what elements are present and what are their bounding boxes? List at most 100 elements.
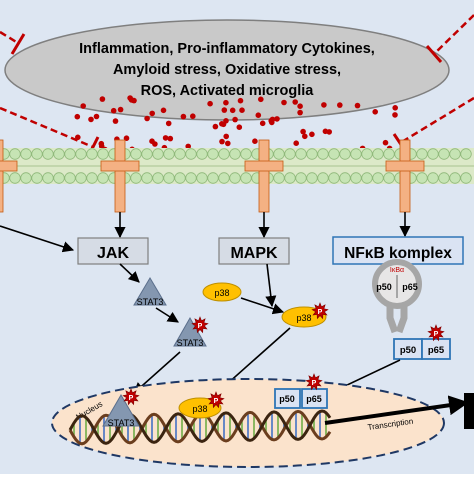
ros-dot [274, 116, 280, 122]
lipid-head [317, 172, 329, 184]
ros-dot [255, 112, 262, 118]
ros-dot [149, 138, 155, 144]
ros-dot [160, 107, 167, 114]
ros-dot [112, 118, 119, 124]
inhibition-bar-top-left [10, 33, 26, 55]
ros-dot [229, 107, 236, 114]
lipid-head [130, 172, 142, 184]
lipid-head [152, 172, 164, 184]
lipid-head [174, 148, 186, 160]
receptor-crossbar [244, 160, 284, 172]
lipid-head [31, 172, 43, 184]
ros-dot [110, 107, 117, 114]
lipid-head [229, 148, 241, 160]
lipid-head [53, 172, 65, 184]
receptors [0, 139, 425, 213]
lipid-head [427, 172, 439, 184]
dna-strand-2 [68, 409, 332, 445]
phospho-label: P [318, 309, 323, 316]
ros-dot [144, 115, 150, 122]
lipid-head [97, 148, 109, 160]
receptor-arrows [0, 212, 411, 253]
p50-box-label: p50 [400, 345, 416, 356]
p38-label-nucleus: p38 [192, 404, 207, 414]
arrow-p38-to-pp38 [240, 297, 285, 315]
receptor-crossbar [100, 160, 140, 172]
lipid-head [97, 172, 109, 184]
ros-dot [382, 139, 389, 146]
ros-dot [223, 99, 229, 106]
p65-label-nucleus: p65 [306, 394, 322, 404]
phospho-star [311, 302, 329, 320]
lipid-head [438, 172, 450, 184]
lipid-head [174, 172, 186, 184]
lipid-head [350, 172, 362, 184]
receptor-stem [0, 139, 4, 213]
lipid-head [449, 172, 461, 184]
ros-dot [293, 140, 300, 146]
ros-dot [162, 135, 169, 141]
lipid-head [306, 172, 318, 184]
ros-dot [236, 124, 243, 130]
cloud-line-1: Inflammation, Pro-inflammatory Cytokines… [79, 41, 375, 57]
ros-dot [354, 102, 361, 109]
ros-dot [300, 128, 306, 135]
inhibition-bar-top-right [425, 45, 443, 63]
lipid-head [240, 172, 252, 184]
ros-dot [75, 134, 81, 141]
arrow-mapk-to-p38 [265, 263, 277, 308]
lipid-head [185, 172, 197, 184]
ros-dot [297, 109, 303, 116]
lipid-head [350, 148, 362, 160]
inhibition-line-top-right [433, 14, 474, 55]
lipid-head [185, 148, 197, 160]
lipid-head [141, 172, 153, 184]
lipid-head [20, 148, 32, 160]
ros-dot [392, 105, 399, 111]
lipid-head [240, 148, 252, 160]
ros-dot [149, 110, 155, 117]
lipid-head [284, 172, 296, 184]
arrow-jak-to-stat3 [119, 263, 140, 283]
lipid-head [163, 172, 175, 184]
lipid-head [372, 172, 384, 184]
p50-label-nucleus: p50 [279, 394, 295, 404]
lipid-head [328, 172, 340, 184]
ros-dot [221, 107, 228, 113]
ros-dot [99, 96, 106, 102]
p38-label-2: p38 [296, 313, 311, 323]
lipid-head [339, 172, 351, 184]
lipid-head [361, 148, 373, 160]
p38-oval-1 [202, 282, 242, 302]
phospho-star [122, 388, 140, 406]
ros-dot [185, 143, 191, 150]
ros-dot [322, 128, 329, 135]
ikba-label: IκBα [390, 267, 404, 274]
ros-dot [93, 113, 100, 120]
lipid-head [295, 172, 307, 184]
ros-dot [219, 138, 225, 145]
phospho-star [427, 324, 445, 342]
jak-label: JAK [97, 245, 129, 262]
ros-dot [117, 106, 124, 113]
lipid-head [460, 148, 472, 160]
ros-dot [258, 96, 264, 103]
phospho-label: P [129, 395, 134, 402]
nfkb-label: NFκB komplex [344, 245, 452, 262]
ros-dot [302, 133, 308, 140]
lipid-head [141, 148, 153, 160]
stat3-label-nucleus: STAT3 [108, 418, 135, 428]
lipid-head [163, 148, 175, 160]
lipid-head [64, 148, 76, 160]
cloud-line-3: ROS, Activated microglia [141, 83, 315, 99]
ros-dot [223, 133, 229, 140]
ros-dot [259, 120, 266, 127]
output-block [464, 393, 474, 429]
ros-dot [337, 102, 343, 108]
ros-dot [223, 118, 229, 124]
lipid-head [152, 148, 164, 160]
inhibition-line-right [399, 96, 474, 145]
arrow-left-edge-to-jak [0, 225, 75, 253]
